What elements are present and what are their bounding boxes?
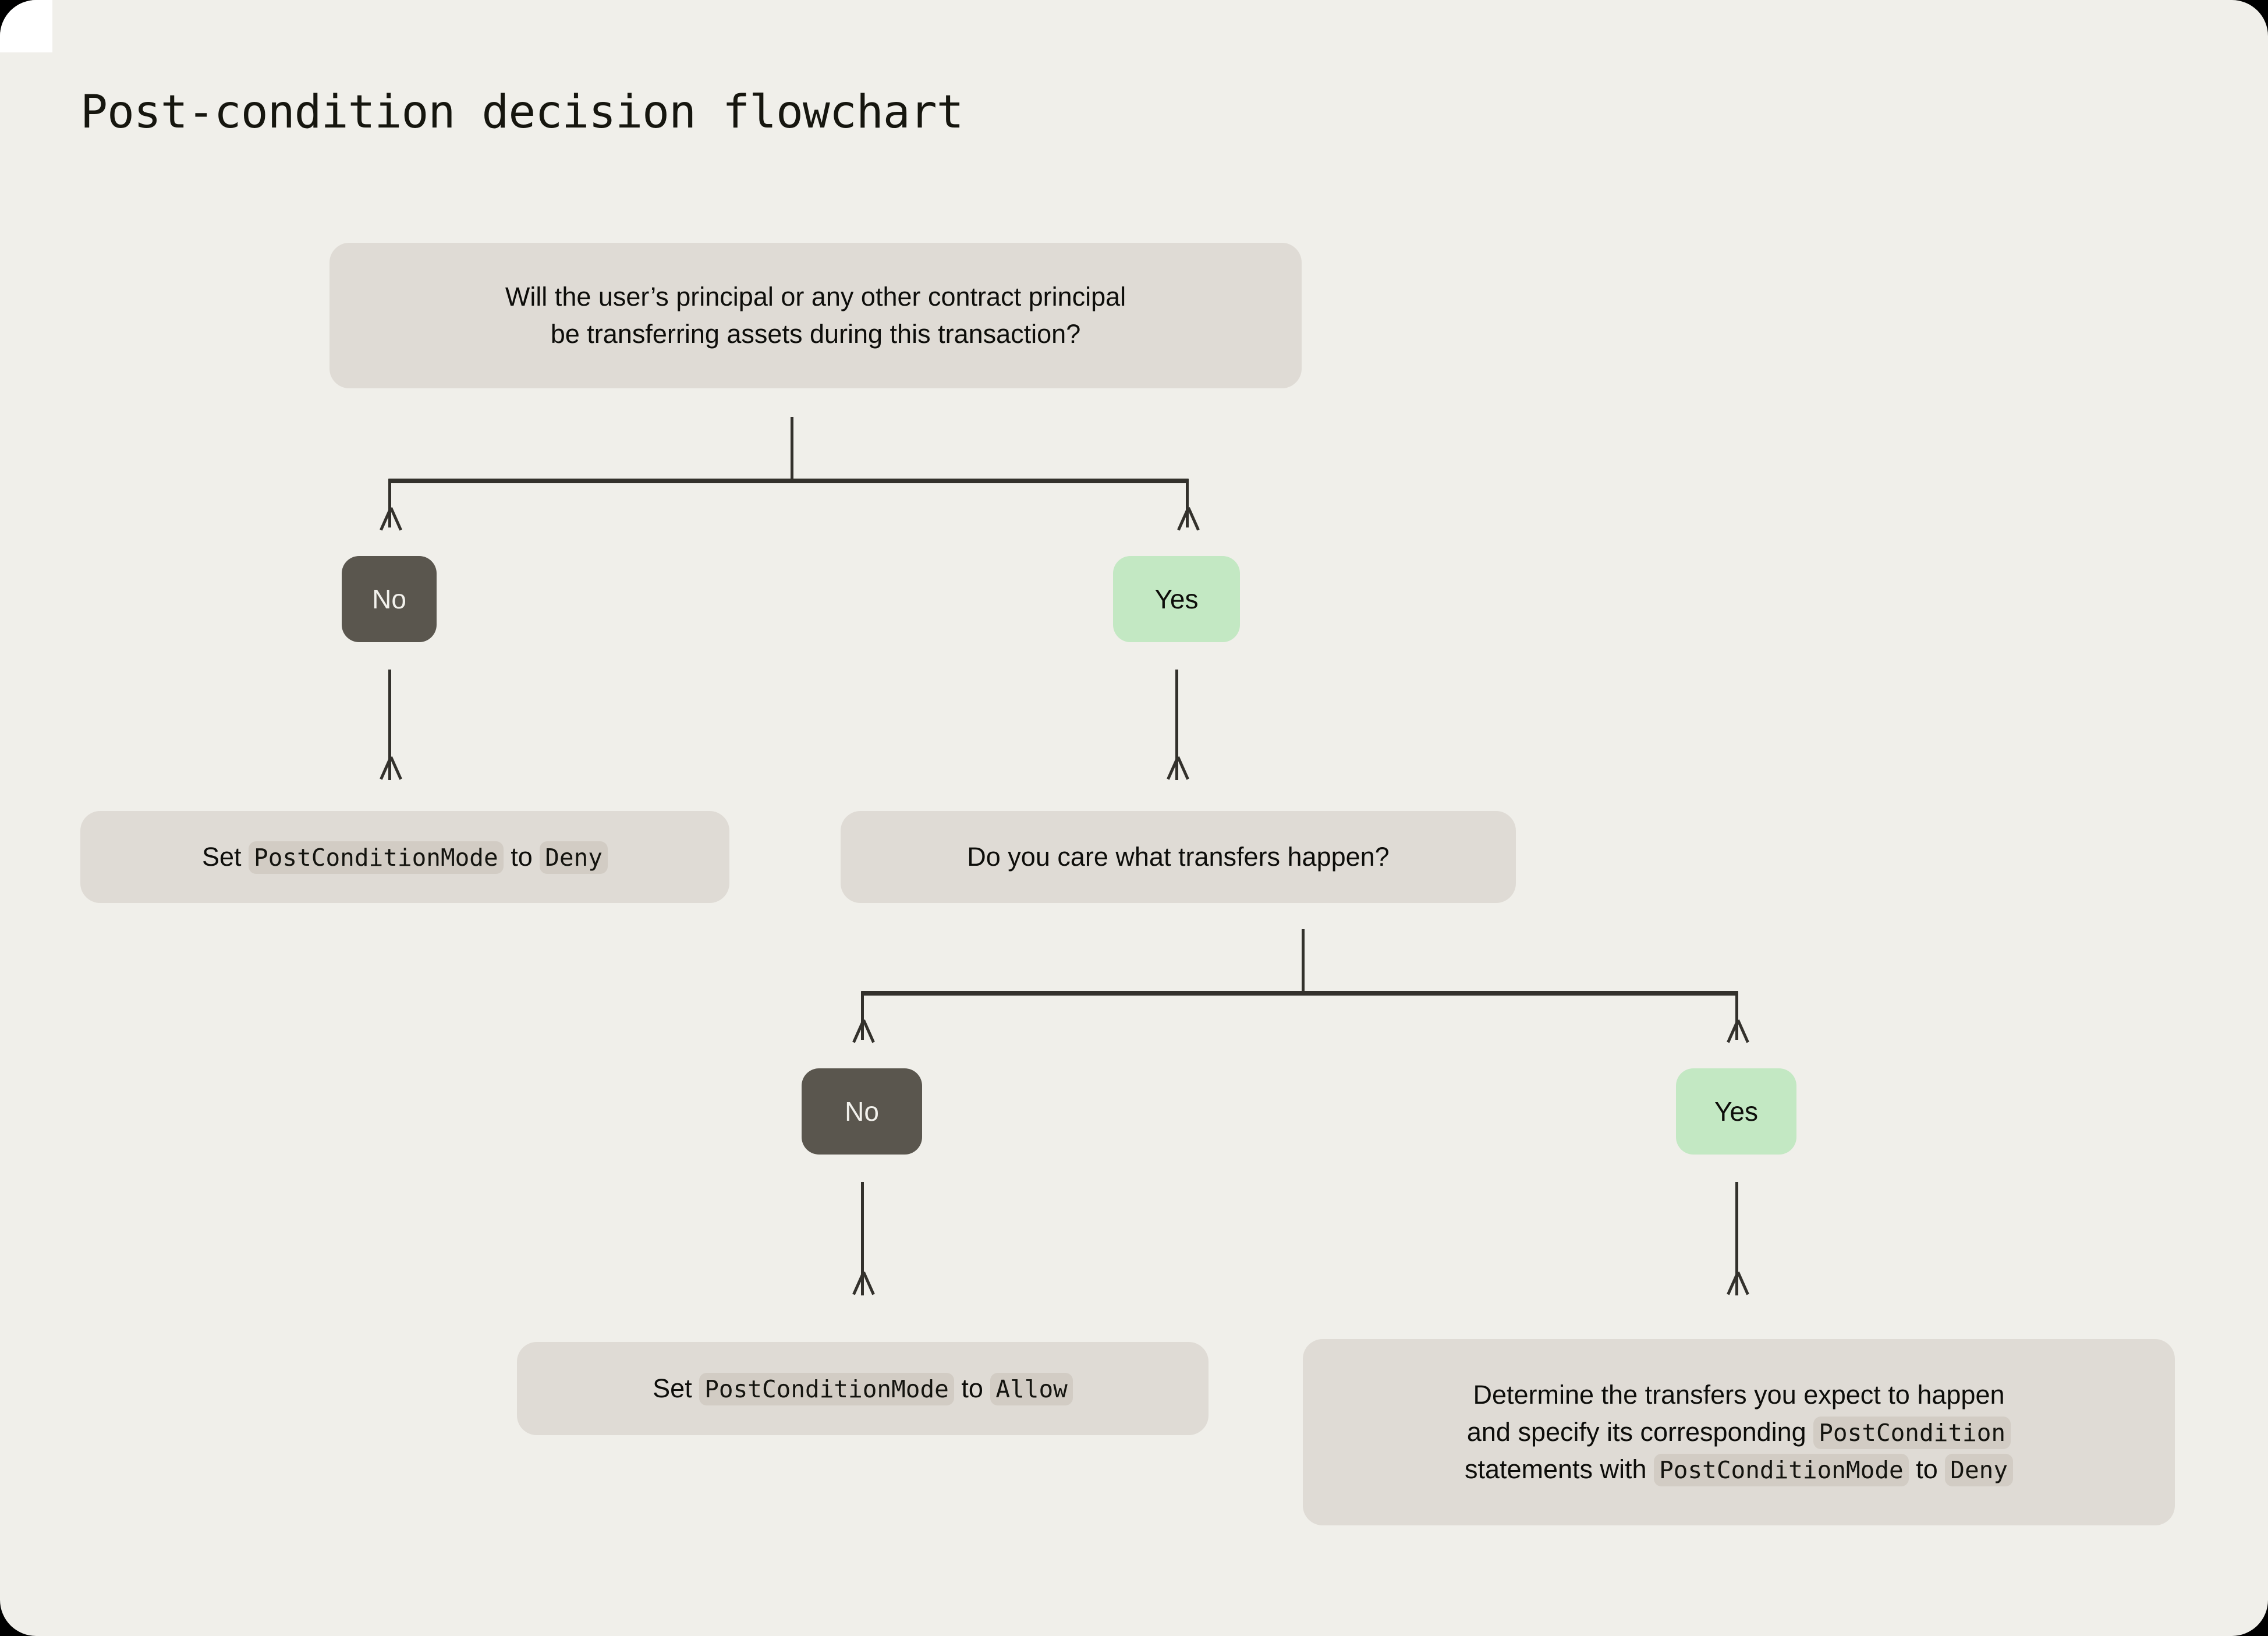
connector-no1-to-a1 — [388, 670, 391, 780]
node-action-determine-postconditions: Determine the transfers you expect to ha… — [1303, 1339, 2175, 1525]
arrowhead-a1 — [381, 757, 401, 777]
a2-pre: Set — [653, 1373, 700, 1404]
connector-q1-left-drop — [388, 481, 391, 527]
arrowhead-a3 — [1728, 1272, 1748, 1292]
arrowhead-q1-yes — [1178, 508, 1198, 527]
decision-pill-yes-1[interactable]: Yes — [1113, 556, 1240, 642]
connector-q2-left-drop — [861, 993, 864, 1040]
corner-fill — [0, 0, 52, 52]
node-action-set-allow: Set PostConditionMode to Allow — [517, 1342, 1209, 1435]
a3-code-postcondition: PostCondition — [1813, 1417, 2011, 1450]
connector-q2-stem — [1302, 929, 1305, 993]
a3-line-2-pre: and specify its corresponding — [1466, 1417, 1814, 1447]
a1-code-postconditionmode: PostConditionMode — [249, 841, 504, 874]
decision-pill-no-1[interactable]: No — [342, 556, 437, 642]
arrowhead-q1-no — [381, 508, 401, 527]
decision-pill-no-2[interactable]: No — [802, 1068, 922, 1155]
node-action-set-deny: Set PostConditionMode to Deny — [80, 811, 729, 903]
page-title: Post-condition decision flowchart — [80, 86, 964, 139]
arrowhead-q2-yes — [1728, 1020, 1748, 1040]
a2-code-postconditionmode: PostConditionMode — [699, 1373, 954, 1406]
arrowhead-q2-no — [853, 1020, 873, 1040]
connector-yes1-to-q2 — [1175, 670, 1178, 780]
a3-line-1: Determine the transfers you expect to ha… — [1473, 1380, 2005, 1410]
node-question-care-transfers: Do you care what transfers happen? — [841, 811, 1516, 903]
connector-no2-to-a2 — [861, 1182, 864, 1295]
arrowhead-a2 — [853, 1272, 873, 1292]
a3-code-deny: Deny — [1945, 1453, 2014, 1486]
connector-q1-right-drop — [1186, 481, 1189, 527]
connector-q2-bar — [861, 991, 1738, 996]
a1-pre: Set — [202, 842, 249, 872]
decision-pill-no-2-label: No — [845, 1096, 879, 1127]
decision-pill-yes-1-label: Yes — [1154, 584, 1199, 614]
a1-code-deny: Deny — [540, 841, 608, 874]
connector-q2-right-drop — [1735, 993, 1738, 1040]
a3-line-3-mid: to — [1908, 1454, 1945, 1484]
connector-q1-stem — [791, 417, 793, 481]
connector-yes2-to-a3 — [1735, 1182, 1738, 1295]
a1-mid: to — [503, 842, 540, 872]
q2-line-1: Do you care what transfers happen? — [967, 842, 1390, 872]
connector-q1-bar — [388, 479, 1189, 483]
a3-code-postconditionmode: PostConditionMode — [1654, 1453, 1909, 1486]
a2-code-allow: Allow — [990, 1373, 1073, 1406]
decision-pill-yes-2-label: Yes — [1714, 1096, 1759, 1127]
a3-line-3-pre: statements with — [1464, 1454, 1654, 1484]
decision-pill-no-1-label: No — [372, 584, 406, 614]
decision-pill-yes-2[interactable]: Yes — [1676, 1068, 1796, 1155]
arrowhead-q2 — [1168, 757, 1188, 777]
q1-line-2: be transferring assets during this trans… — [550, 319, 1081, 349]
a2-mid: to — [954, 1373, 991, 1404]
q1-line-1: Will the user’s principal or any other c… — [505, 282, 1126, 312]
node-question-transfers: Will the user’s principal or any other c… — [329, 243, 1302, 388]
